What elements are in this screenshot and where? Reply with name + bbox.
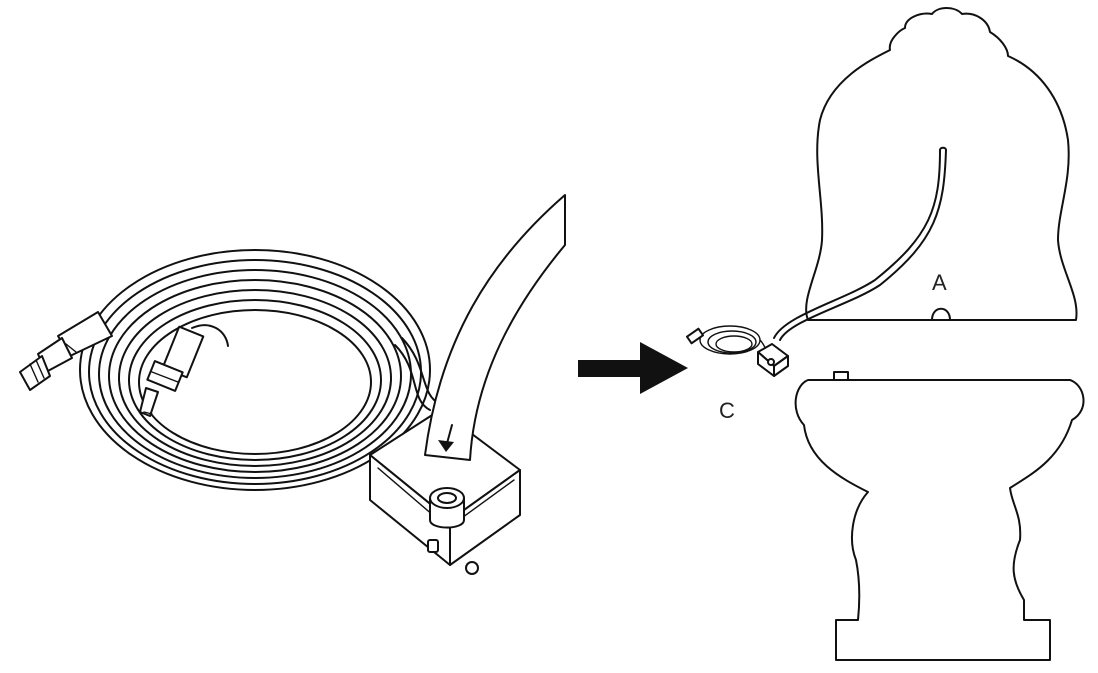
fountain	[685, 7, 1085, 661]
pump-body	[369, 409, 521, 575]
plug-connector	[139, 324, 229, 417]
outlet-nozzle	[429, 487, 465, 529]
outlet-tube	[424, 194, 566, 461]
label-c: C	[719, 398, 735, 423]
small-pump-with-cord	[685, 325, 789, 377]
top-bowl	[805, 7, 1078, 321]
down-arrow-icon	[438, 424, 454, 452]
right-arrow-icon	[578, 342, 688, 394]
pump-assembly	[19, 194, 566, 575]
threaded-connector	[19, 311, 113, 391]
label-a: A	[932, 270, 947, 295]
fountain-tube	[773, 146, 947, 341]
lower-basin	[794, 371, 1085, 661]
